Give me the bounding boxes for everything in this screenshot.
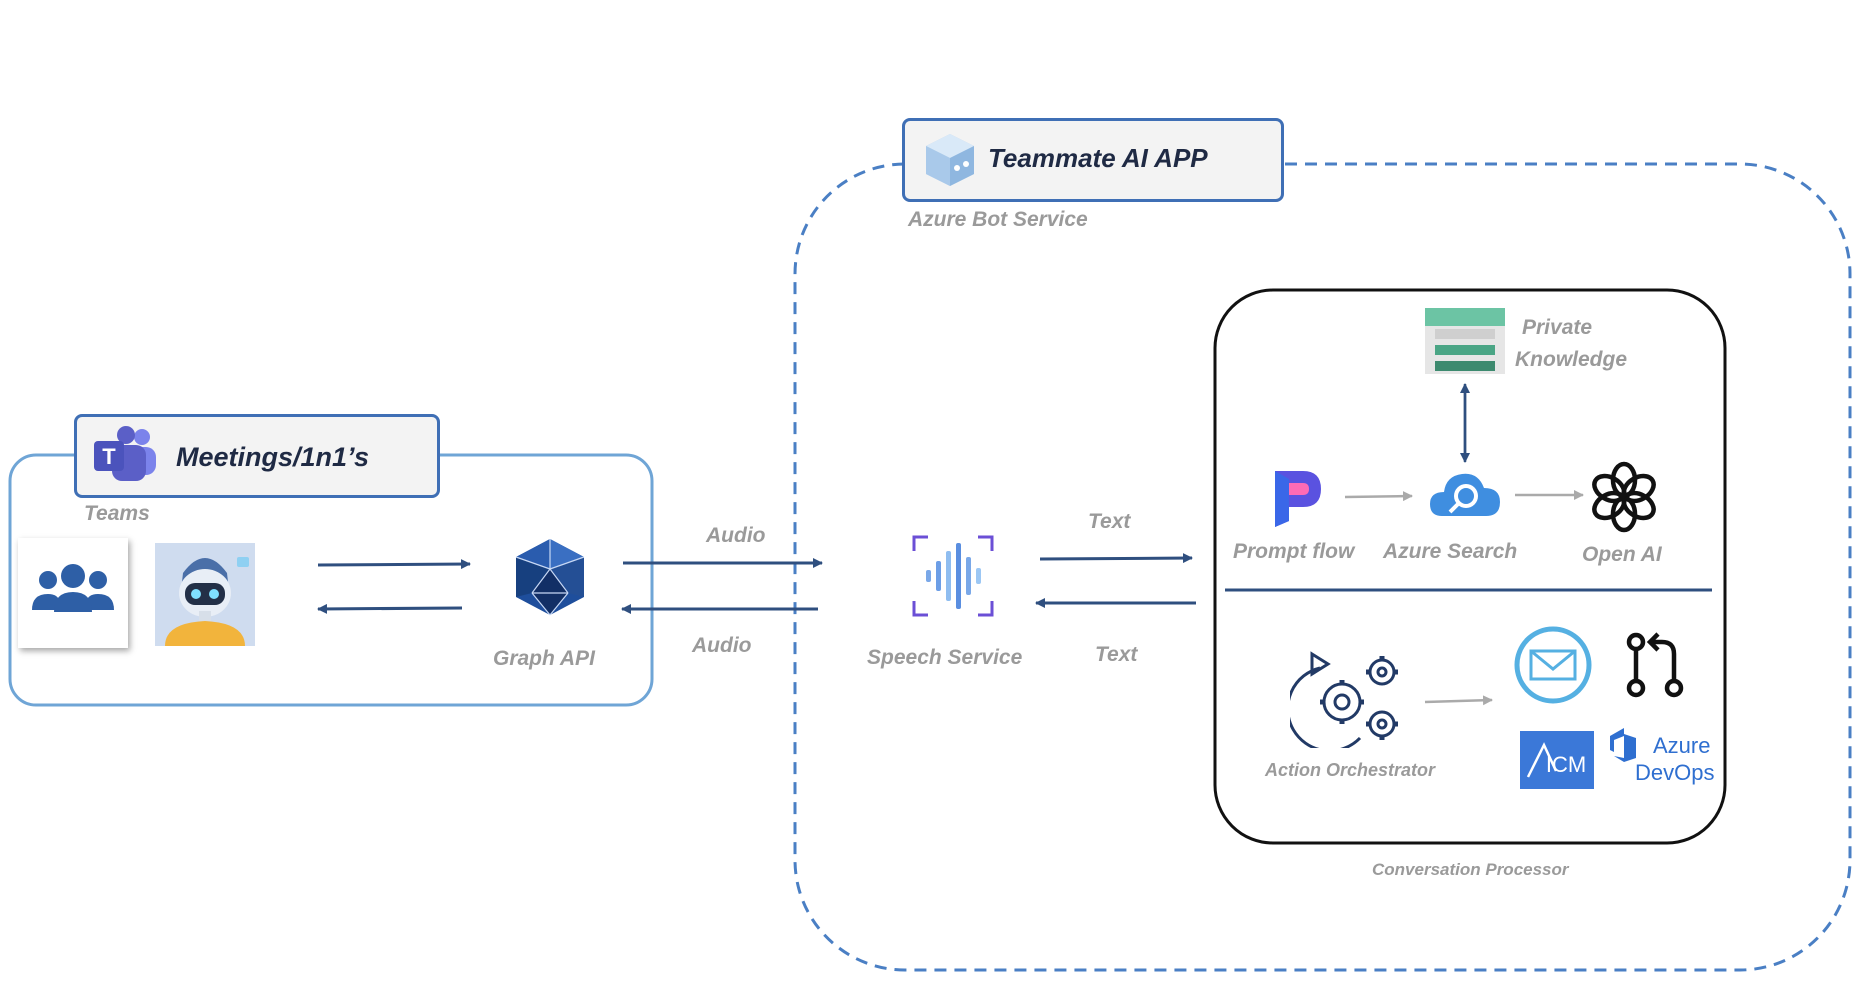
meetings-title: Meetings/1n1’s: [176, 442, 370, 472]
azure-devops-label-2: DevOps: [1635, 760, 1715, 785]
arrow-speech-to-processor: [1039, 553, 1193, 564]
openai-icon: [1585, 458, 1663, 536]
teams-icon: T: [92, 425, 160, 485]
private-knowledge-label-1: Private: [1522, 316, 1593, 339]
text-label-bottom: Text: [1095, 643, 1138, 666]
robot-avatar: [155, 543, 255, 646]
arrow-teams-to-graph: [317, 559, 471, 570]
bot-service-icon: [918, 128, 982, 192]
audio-label-top: Audio: [706, 524, 766, 547]
gears-icon: [1286, 648, 1406, 753]
teams-label: Teams: [84, 502, 150, 525]
private-knowledge-label-2: Knowledge: [1515, 348, 1628, 371]
speech-service-icon: [910, 533, 996, 619]
azure-devops-label-1: Azure: [1653, 733, 1711, 758]
azure-devops-icon: [1608, 726, 1642, 762]
prompt-flow-icon: [1267, 465, 1325, 531]
azure-search-icon: [1428, 462, 1502, 524]
text-label-top: Text: [1088, 510, 1131, 533]
arrow-graph-to-teams: [317, 603, 463, 614]
pull-request-icon: [1620, 630, 1690, 700]
graph-api-label: Graph API: [493, 647, 595, 670]
arrow-prompt-to-search: [1344, 491, 1413, 502]
prompt-flow-label: Prompt flow: [1233, 540, 1355, 563]
teammate-app-container: [793, 162, 1852, 972]
azure-search-label: Azure Search: [1383, 540, 1518, 563]
arrow-orchestrator-to-actions: [1424, 695, 1493, 706]
openai-label: Open AI: [1582, 543, 1662, 566]
icm-text: ICM: [1546, 752, 1586, 777]
graph-api-icon: [508, 535, 592, 619]
conversation-processor-container: [1213, 288, 1727, 845]
people-icon: [18, 538, 128, 648]
svg-text:T: T: [102, 444, 116, 469]
speech-service-label: Speech Service: [867, 646, 1023, 669]
teammate-app-title: Teammate AI APP: [988, 143, 1208, 173]
action-orchestrator-label: Action Orchestrator: [1265, 760, 1436, 780]
azure-bot-service-label: Azure Bot Service: [908, 208, 1088, 231]
mail-icon: [1513, 625, 1593, 705]
conversation-processor-label: Conversation Processor: [1372, 860, 1569, 879]
audio-label-bottom: Audio: [692, 634, 752, 657]
icm-icon: ICM: [1520, 731, 1594, 789]
database-icon: [1425, 308, 1505, 374]
